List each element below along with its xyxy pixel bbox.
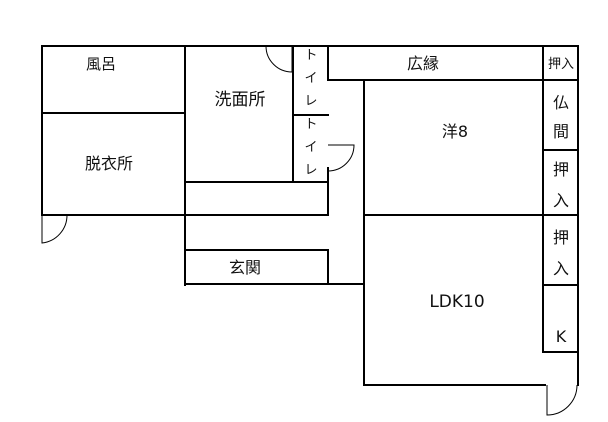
room-label-datsuijo: 脱衣所 <box>85 154 133 173</box>
room-label-kitchen: K <box>556 327 567 346</box>
room-label-oshiire-top: 押入 <box>548 57 574 72</box>
room-label-ldk10: LDK10 <box>429 292 484 312</box>
room-label-toilet-2-char-2: イ <box>304 140 317 155</box>
walls <box>41 45 579 386</box>
doors <box>41 45 578 416</box>
room-label-oshiire-mid-char-1: 押 <box>553 160 569 179</box>
door-toilet-swing <box>327 144 355 172</box>
room-label-toilet-1-char-3: レ <box>304 94 317 109</box>
room-label-toilet-2-char-1: ト <box>304 117 317 132</box>
room-label-butsuma-char-2: 間 <box>553 122 569 141</box>
room-label-toilet-1-char-1: ト <box>304 48 317 63</box>
room-label-oshiire-low-char-1: 押 <box>553 228 569 247</box>
room-label-toilet-1-char-2: イ <box>304 71 317 86</box>
room-label-hiroen: 広縁 <box>407 54 439 73</box>
room-label-genkan: 玄関 <box>229 258 261 277</box>
room-label-you8: 洋8 <box>442 122 468 141</box>
door-ldk-swing <box>546 384 578 416</box>
door-washroom-swing <box>265 45 293 73</box>
door-dressing-swing <box>41 214 68 244</box>
room-label-oshiire-mid-char-2: 入 <box>553 191 569 210</box>
room-label-senmenjo: 洗面所 <box>215 90 266 110</box>
room-label-oshiire-low-char-2: 入 <box>553 259 569 278</box>
room-label-furo: 風呂 <box>86 55 116 73</box>
room-label-butsuma-char-1: 仏 <box>553 93 569 112</box>
room-label-toilet-2-char-3: レ <box>304 163 317 178</box>
room-labels: 風呂 脱衣所 洗面所 ト イ レ ト イ レ 広縁 押入 仏 間 洋8 押 入 … <box>85 48 574 346</box>
